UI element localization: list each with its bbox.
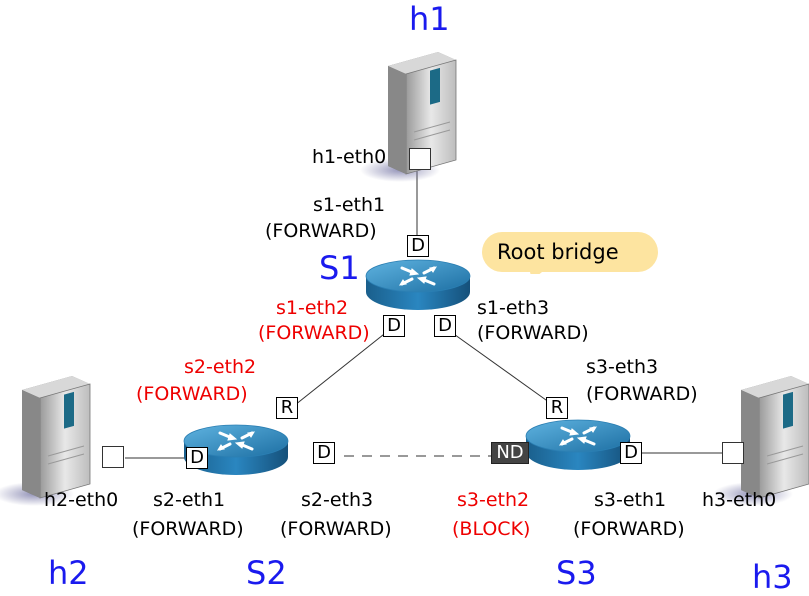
port-role-s2-eth1: D	[186, 447, 208, 469]
port-state-s3-eth1: (FORWARD)	[573, 518, 685, 540]
port-role-s3-eth2: ND	[491, 442, 529, 464]
switch-name-s1: S1	[319, 249, 360, 287]
root-bridge-callout	[482, 232, 658, 274]
port-state-s2-eth1: (FORWARD)	[132, 518, 244, 540]
port-h2-eth0	[102, 446, 124, 468]
port-state-s1-eth3: (FORWARD)	[477, 322, 589, 344]
port-state-s2-eth3: (FORWARD)	[280, 518, 392, 540]
port-role-s1-eth2: D	[383, 315, 405, 337]
link-s1-s3	[443, 326, 554, 406]
host-name-h3: h3	[752, 558, 793, 596]
port-name-s3-eth1: s3-eth1	[594, 489, 667, 511]
port-h1-eth0	[409, 148, 431, 170]
port-name-s1-eth2: s1-eth2	[276, 297, 349, 319]
port-label-h2-eth0: h2-eth0	[44, 489, 119, 511]
link-s1-s2	[294, 326, 394, 406]
port-state-s1-eth2: (FORWARD)	[258, 322, 370, 344]
port-label-h1-eth0: h1-eth0	[312, 146, 387, 168]
port-role-s1-eth1: D	[407, 235, 429, 257]
server-icon-h2	[0, 375, 91, 507]
port-name-s2-eth2: s2-eth2	[184, 356, 257, 378]
switch-icon-s1	[364, 258, 472, 312]
port-role-s2-eth2: R	[276, 397, 298, 419]
port-name-s2-eth3: s2-eth3	[301, 489, 374, 511]
port-state-s3-eth2: (BLOCK)	[452, 518, 531, 540]
port-role-s3-eth3: R	[546, 397, 568, 419]
port-name-s2-eth1: s2-eth1	[153, 489, 226, 511]
host-name-h2: h2	[48, 554, 89, 592]
root-bridge-label: Root bridge	[497, 240, 619, 264]
switch-name-s3: S3	[556, 554, 597, 592]
server-icon-h3	[712, 375, 809, 507]
port-name-s1-eth3: s1-eth3	[477, 297, 550, 319]
port-label-h3-eth0: h3-eth0	[702, 489, 777, 511]
port-name-s3-eth2: s3-eth2	[457, 489, 530, 511]
port-name-s1-eth1: s1-eth1	[313, 194, 386, 216]
port-state-s1-eth1: (FORWARD)	[265, 220, 377, 242]
host-name-h1: h1	[409, 0, 450, 38]
switch-icon-s3	[524, 418, 632, 472]
switch-name-s2: S2	[246, 554, 287, 592]
port-state-s2-eth2: (FORWARD)	[136, 383, 248, 405]
port-role-s2-eth3: D	[313, 442, 335, 464]
port-role-s1-eth3: D	[434, 315, 456, 337]
port-h3-eth0	[722, 442, 744, 464]
port-name-s3-eth3: s3-eth3	[586, 356, 659, 378]
port-role-s3-eth1: D	[620, 442, 642, 464]
port-state-s3-eth3: (FORWARD)	[586, 383, 698, 405]
